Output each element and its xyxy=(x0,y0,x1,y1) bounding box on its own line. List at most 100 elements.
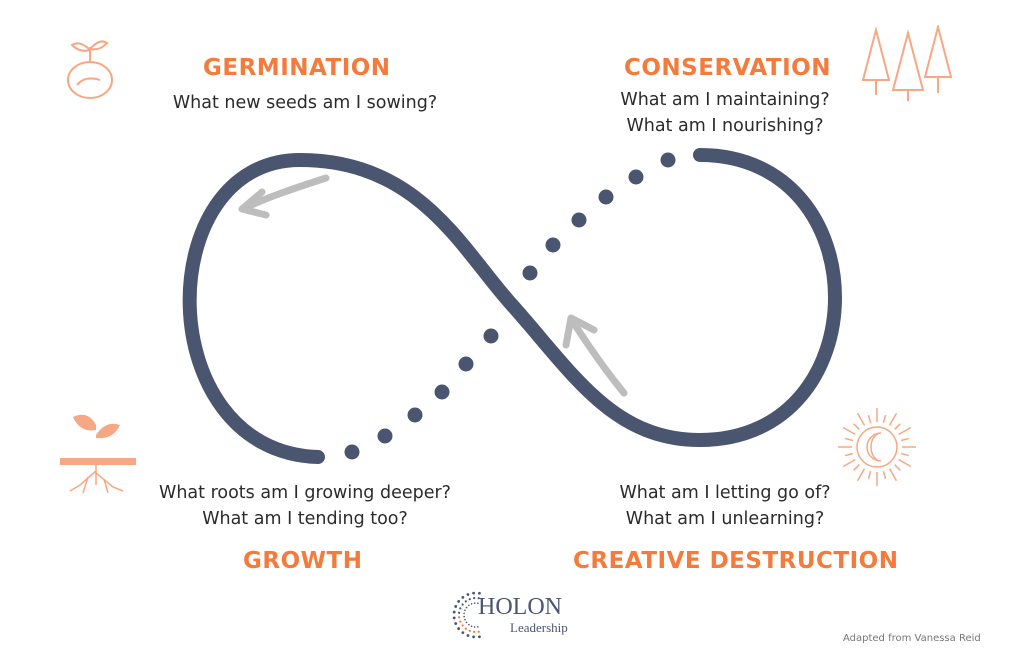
germination-title: GERMINATION xyxy=(203,55,391,81)
arrow-center xyxy=(562,314,628,397)
logo-dot xyxy=(478,591,481,595)
logo-dot xyxy=(477,597,480,600)
holon-logo: HOLON Leadership xyxy=(450,590,580,640)
path-dot xyxy=(483,328,499,344)
sun-ray xyxy=(882,470,887,480)
logo-dot xyxy=(468,598,471,601)
logo-sub: Leadership xyxy=(510,620,568,635)
sun-ray xyxy=(894,464,901,471)
path-dot xyxy=(377,428,393,444)
question: What am I unlearning? xyxy=(625,509,825,529)
sun-ray xyxy=(842,458,856,468)
path-dot xyxy=(434,384,450,400)
path-dot xyxy=(344,444,360,460)
question: What am I tending too? xyxy=(202,509,408,529)
question: What am I nourishing? xyxy=(626,116,824,136)
logo-dot xyxy=(457,600,461,603)
logo-dot xyxy=(473,630,476,633)
logo-dot xyxy=(477,602,479,604)
logo-dot xyxy=(472,591,476,595)
germination-questions: What new seeds am I sowing? xyxy=(150,90,460,116)
logo-dot xyxy=(465,621,468,624)
logo-dot xyxy=(473,602,476,604)
logo-dot xyxy=(461,603,464,606)
question: What am I letting go of? xyxy=(619,483,831,503)
logo-dot xyxy=(458,611,461,614)
plant-roots-icon xyxy=(60,414,136,494)
sun-ray xyxy=(900,452,910,457)
sun-moon-icon xyxy=(838,408,916,486)
conservation-questions: What am I maintaining? What am I nourish… xyxy=(590,87,860,139)
dotted-path xyxy=(344,152,676,460)
logo-dot xyxy=(464,609,466,612)
sun-ray xyxy=(898,426,912,436)
logo-dot xyxy=(461,631,465,635)
question: What roots am I growing deeper? xyxy=(159,483,451,503)
infinity-curve xyxy=(182,148,842,464)
path-dot xyxy=(545,237,561,253)
sun-ray xyxy=(856,468,866,482)
logo-dot xyxy=(468,629,471,632)
logo-dot xyxy=(473,626,476,628)
path-dot xyxy=(598,189,614,205)
logo-dot xyxy=(454,622,458,625)
creative-destruction-title: CREATIVE DESTRUCTION xyxy=(573,548,899,574)
logo-dot xyxy=(457,627,461,630)
credit-text: Adapted from Vanessa Reid xyxy=(843,633,981,644)
path-dot xyxy=(458,356,474,372)
question: What am I maintaining? xyxy=(620,90,830,110)
logo-dot xyxy=(461,624,464,627)
sun-ray xyxy=(856,412,866,426)
conservation-title: CONSERVATION xyxy=(624,55,831,81)
sun-ray xyxy=(900,437,910,442)
logo-dot xyxy=(458,616,461,619)
path-dot xyxy=(522,265,538,281)
path-dot xyxy=(628,169,644,185)
sun-ray xyxy=(867,414,872,424)
growth-questions: What roots am I growing deeper? What am … xyxy=(130,480,480,532)
logo-dot xyxy=(452,616,456,620)
logo-dot xyxy=(478,635,481,639)
logo-dot xyxy=(468,623,470,626)
path-dot xyxy=(407,407,423,423)
logo-dot xyxy=(470,625,473,627)
sun-ray xyxy=(844,437,854,442)
logo-dot xyxy=(464,618,466,621)
sun-ray xyxy=(867,470,872,480)
logo-dot xyxy=(461,595,465,599)
logo-dot xyxy=(465,606,468,609)
arrow-upper-left xyxy=(238,174,330,219)
sun-ray xyxy=(898,458,912,468)
sun-ray xyxy=(882,414,887,424)
sun-ray xyxy=(844,452,854,457)
path-dot xyxy=(571,212,587,228)
logo-dot xyxy=(466,634,470,637)
logo-dot xyxy=(473,597,476,600)
logo-name: HOLON xyxy=(478,594,562,620)
logo-dots-icon xyxy=(452,591,481,639)
logo-dot xyxy=(463,615,465,618)
sun-ray xyxy=(853,423,860,430)
growth-title: GROWTH xyxy=(243,548,363,574)
logo-dot xyxy=(472,635,476,639)
sun-ray xyxy=(842,426,856,436)
sun-ray xyxy=(888,412,898,426)
logo-dot xyxy=(459,607,462,610)
seed-sprout-icon xyxy=(67,40,113,99)
question: What new seeds am I sowing? xyxy=(172,93,438,113)
sun-ray xyxy=(888,468,898,482)
logo-dot xyxy=(463,612,465,615)
sun-ray xyxy=(853,464,860,471)
logo-dot xyxy=(477,630,480,633)
logo-dot xyxy=(454,605,458,608)
sun-ray xyxy=(894,423,901,430)
logo-dot xyxy=(477,626,479,628)
path-dot xyxy=(660,152,676,168)
logo-dot xyxy=(459,620,462,623)
pine-trees-icon xyxy=(861,25,953,101)
logo-dot xyxy=(452,610,456,614)
creative-destruction-questions: What am I letting go of? What am I unlea… xyxy=(590,480,860,532)
logo-dot xyxy=(466,593,470,596)
logo-dot xyxy=(464,627,467,630)
